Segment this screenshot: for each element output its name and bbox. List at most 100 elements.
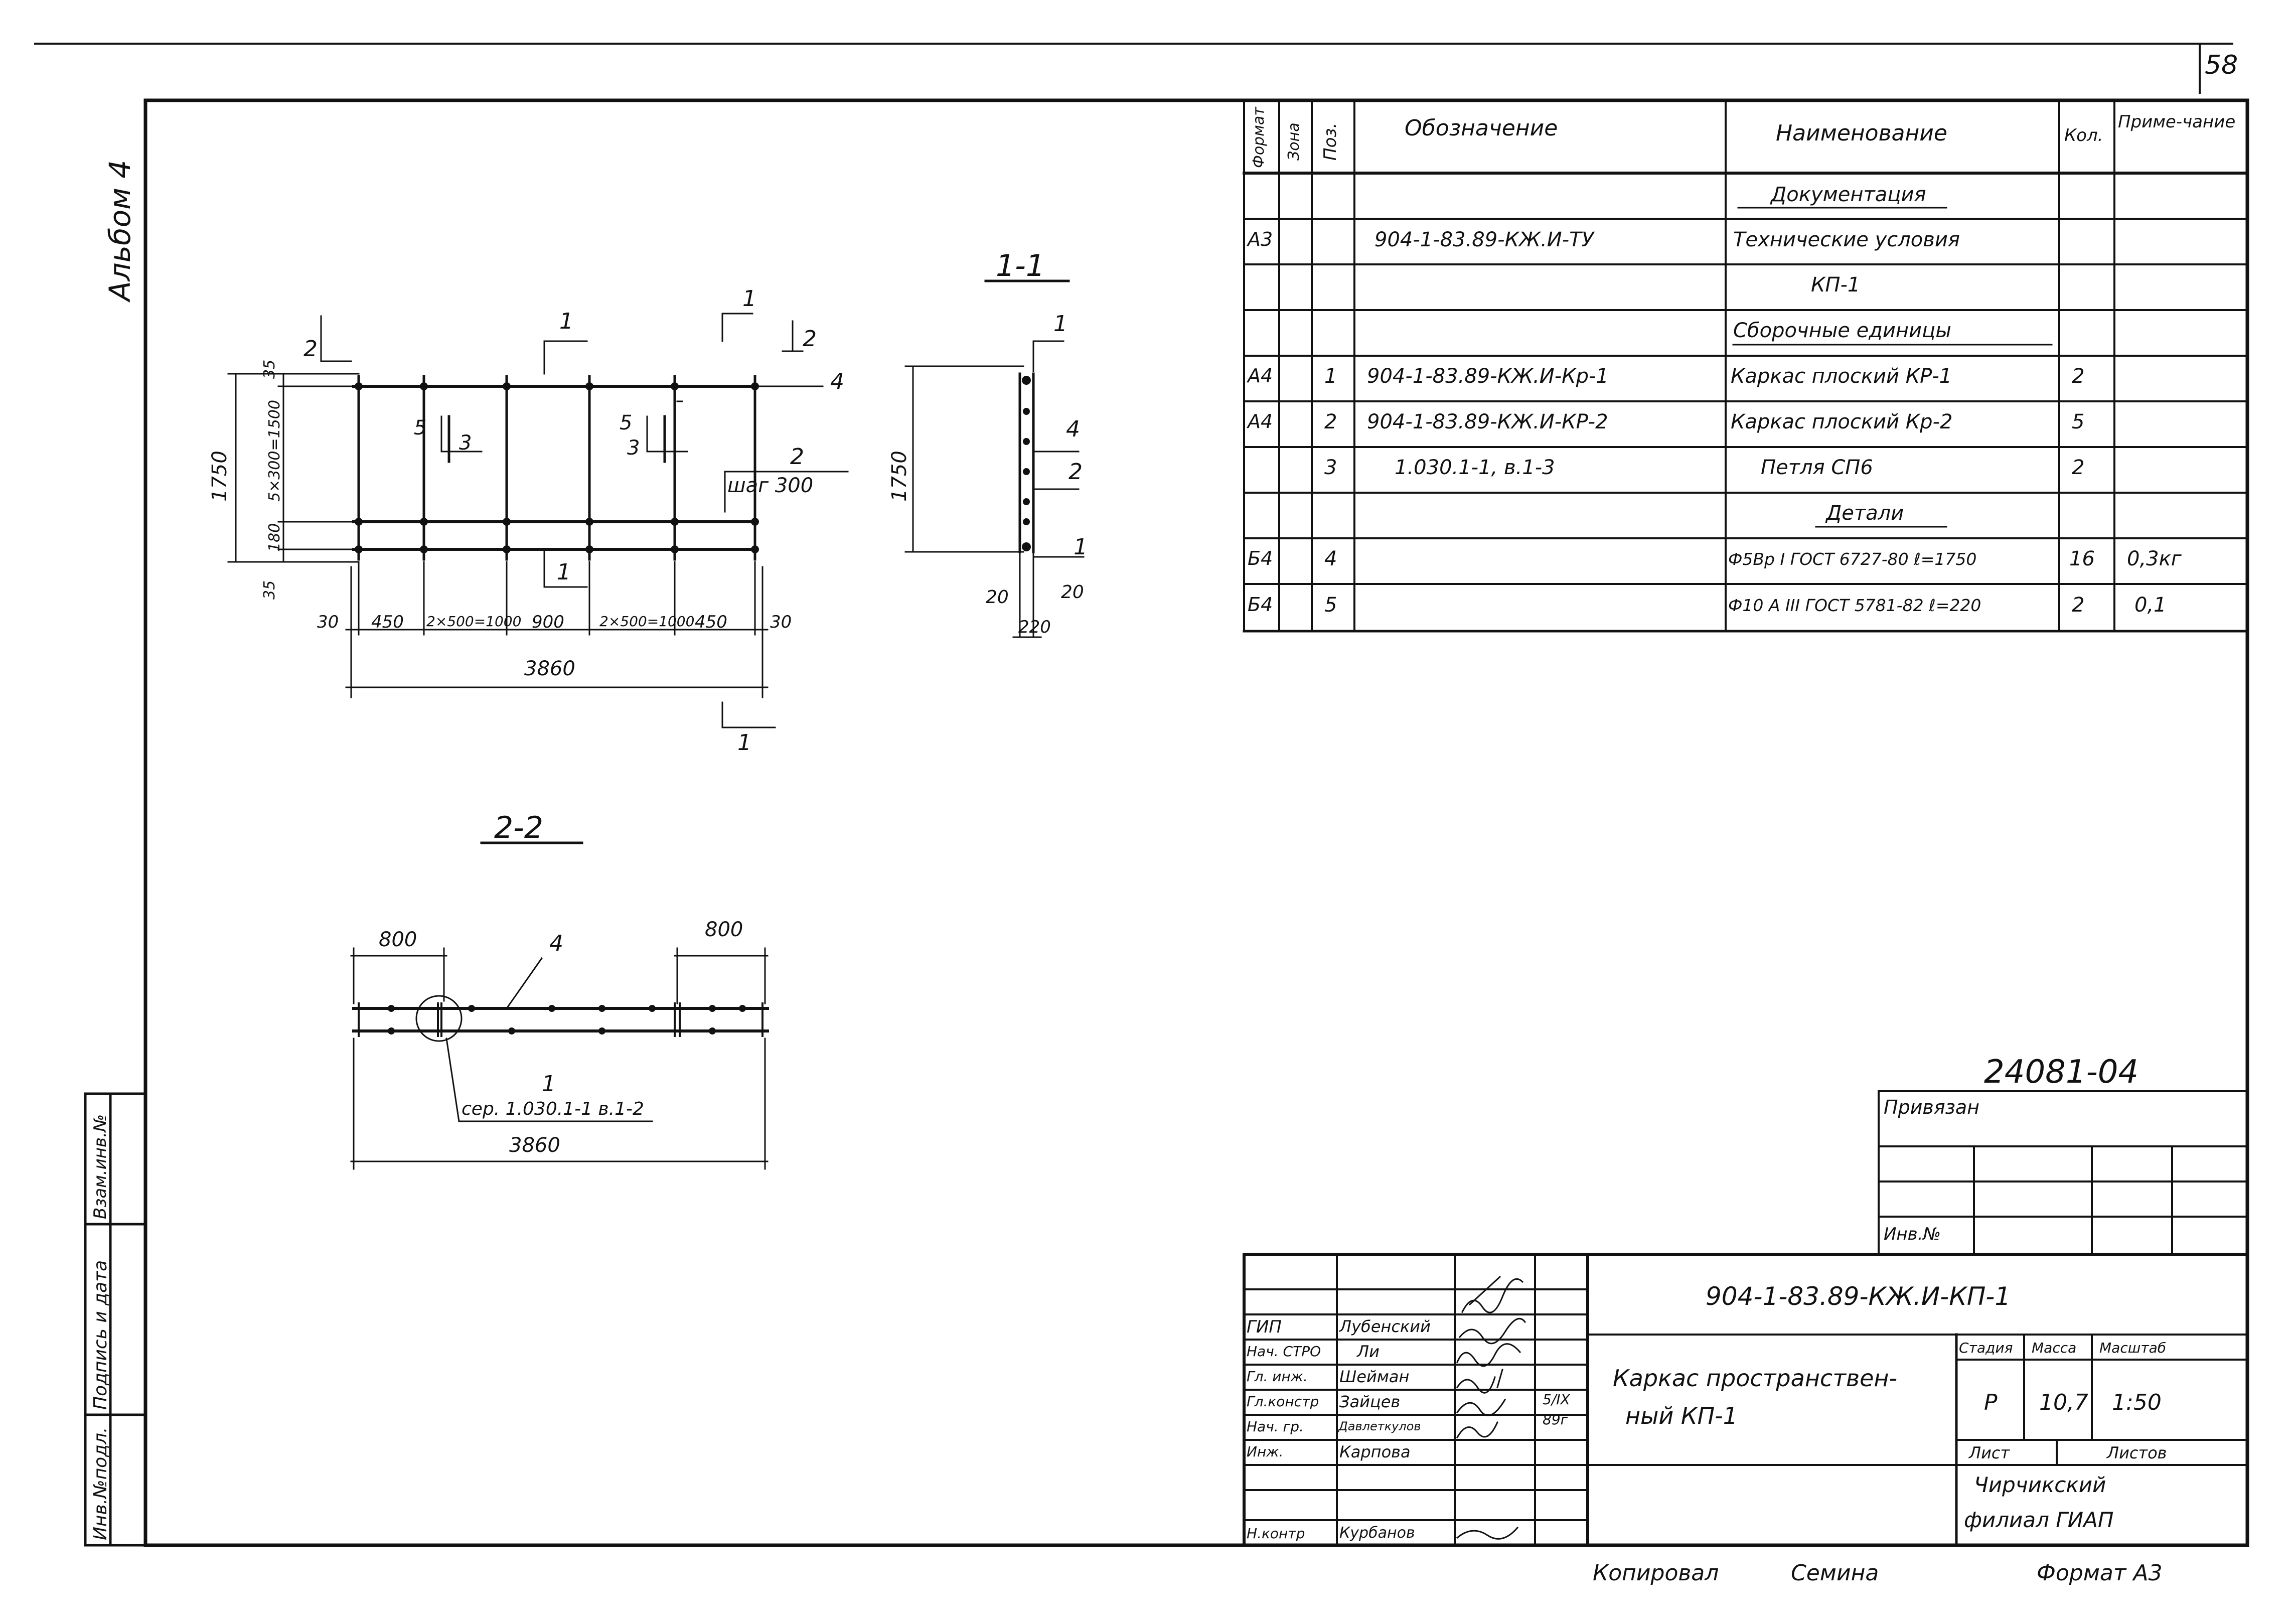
album-label: Альбом 4 (103, 160, 137, 301)
callout-2: 2 (790, 444, 804, 470)
header-note: Приме-чание (2118, 112, 2236, 132)
section-2-2-note: сер. 1.030.1-1 в.1-2 (462, 1099, 644, 1119)
scale-value: 1:50 (2112, 1390, 2162, 1415)
spec-name: Каркас плоский Кр-2 (1731, 410, 1953, 433)
section-1-1-callout: 1 (1053, 311, 1067, 337)
staff-name: Курбанов (1339, 1524, 1415, 1542)
callout-4: 4 (830, 369, 844, 394)
section-2-2-title: 2-2 (494, 810, 543, 845)
org-line2: филиал ГИАП (1964, 1508, 2114, 1532)
plan-bottom-dim: 30 (317, 612, 339, 632)
plan-left-dim: 5×300=1500 (266, 400, 283, 502)
staff-name: Зайцев (1339, 1392, 1401, 1411)
spec-designation: 904-1-83.89-КЖ.И-КР-2 (1367, 410, 1608, 433)
plan-section-mark: 2 (303, 336, 318, 362)
plan-bottom-dim: 30 (770, 612, 792, 632)
format-label: Формат А3 (2037, 1560, 2163, 1586)
spec-designation: 904-1-83.89-КЖ.И-ТУ (1374, 228, 1594, 251)
doc-title-line2: ный КП-1 (1625, 1402, 1738, 1429)
spec-name: Петля СП6 (1761, 456, 1873, 479)
tie-inv: Инв.№ (1884, 1224, 1941, 1244)
stamp-replaced-inv: Взам.инв.№ (90, 1114, 110, 1219)
staff-name: Карпова (1339, 1442, 1411, 1461)
spec-designation: 1.030.1-1, в.1-3 (1395, 456, 1555, 479)
plan-left-dim: 180 (266, 523, 283, 552)
spec-name: Сборочные единицы (1733, 319, 1951, 342)
plan-bottom-dim: 900 (532, 612, 564, 632)
header-qty: Кол. (2064, 125, 2103, 145)
tie-label: Привязан (1884, 1096, 1979, 1118)
header-pos: Поз. (1320, 122, 1340, 161)
spec-name: Детали (1826, 502, 1904, 525)
staff-name: Ли (1357, 1342, 1380, 1361)
mass-label: Масса (2032, 1340, 2077, 1356)
staff-role: Гл. инж. (1247, 1368, 1308, 1385)
header-name: Наименование (1776, 120, 1947, 146)
approval-date: 5/IX 89г (1543, 1391, 1570, 1428)
staff-name: Лубенский (1339, 1317, 1431, 1336)
plan-section-mark: 1 (742, 286, 756, 312)
plan-bottom-dim: 2×500=1000 (599, 613, 695, 630)
staff-role: Н.контр (1247, 1525, 1305, 1542)
copied-label: Копировал (1593, 1560, 1719, 1586)
staff-name: Давлеткулов (1338, 1419, 1421, 1433)
section-1-1-title: 1-1 (996, 248, 1045, 283)
spec-qty: 2 (2072, 456, 2085, 479)
header-zone: Зона (1285, 122, 1303, 161)
section-1-1-dim: 20 (986, 587, 1009, 608)
callout-step: шаг 300 (727, 474, 814, 497)
spec-name: Ф5Вр I ГОСТ 6727-80 ℓ=1750 (1728, 549, 1977, 569)
plan-height-dim: 1750 (208, 451, 231, 502)
spec-qty: 2 (2072, 365, 2085, 388)
sheet-label: Лист (1969, 1443, 2010, 1462)
spec-pos: 5 (1324, 594, 1337, 617)
spec-qty: 5 (2072, 410, 2085, 433)
header-designation: Обозначение (1405, 115, 1558, 141)
staff-name: Шейман (1339, 1367, 1410, 1386)
page-number: 58 (2205, 50, 2238, 80)
section-2-2-callout: 1 (542, 1071, 556, 1097)
section-1-1-callout: 4 (1066, 416, 1080, 442)
callout-5: 5 (620, 411, 633, 434)
spec-pos: 4 (1324, 547, 1337, 570)
spec-format: Б4 (1248, 547, 1273, 569)
header-format: Формат (1250, 107, 1268, 168)
drawing-number: 24081-04 (1984, 1054, 2139, 1091)
doc-code: 904-1-83.89-КЖ.И-КП-1 (1706, 1282, 2011, 1311)
plan-bottom-dim: 450 (695, 612, 727, 632)
spec-format: А3 (1248, 228, 1273, 250)
staff-role: Инж. (1247, 1443, 1284, 1460)
plan-section-mark: 1 (737, 730, 751, 756)
stamp-inv-orig: Инв.№подл. (90, 1427, 111, 1540)
section-2-2-dim: 800 (705, 918, 743, 941)
staff-role: Нач. СТРО (1247, 1343, 1321, 1360)
spec-pos: 1 (1324, 365, 1337, 388)
stamp-signature-date: Подпись и дата (90, 1260, 111, 1410)
callout-3: 3 (459, 431, 472, 455)
callout-1-top: 1 (559, 309, 573, 334)
callout-3: 3 (627, 436, 640, 460)
plan-section-mark: 2 (803, 326, 817, 352)
section-1-1-dim: 20 (1061, 582, 1084, 603)
section-2-2-dim: 800 (379, 928, 417, 951)
plan-left-dim: 35 (261, 359, 278, 379)
spec-note: 0,1 (2134, 594, 2167, 617)
spec-name: Документация (1771, 183, 1926, 206)
spec-qty: 2 (2072, 594, 2085, 617)
sheets-label: Листов (2107, 1443, 2167, 1462)
staff-role: Гл.констр (1247, 1393, 1319, 1410)
spec-designation: 904-1-83.89-КЖ.И-Кр-1 (1367, 365, 1609, 388)
section-2-2-callout: 4 (549, 931, 563, 956)
mass-value: 10,7 (2039, 1390, 2088, 1415)
doc-title-line1: Каркас пространствен- (1613, 1365, 1898, 1392)
section-1-1-height: 1750 (888, 451, 911, 502)
plan-left-dim: 35 (261, 580, 278, 600)
callout-5: 5 (414, 416, 427, 439)
org-line1: Чирчикский (1974, 1472, 2106, 1497)
spec-pos: 3 (1324, 456, 1337, 479)
spec-format: Б4 (1248, 594, 1273, 616)
plan-bottom-dim: 450 (371, 612, 404, 632)
plan-total-length: 3860 (524, 657, 575, 680)
callout-1-bottom: 1 (557, 559, 571, 585)
